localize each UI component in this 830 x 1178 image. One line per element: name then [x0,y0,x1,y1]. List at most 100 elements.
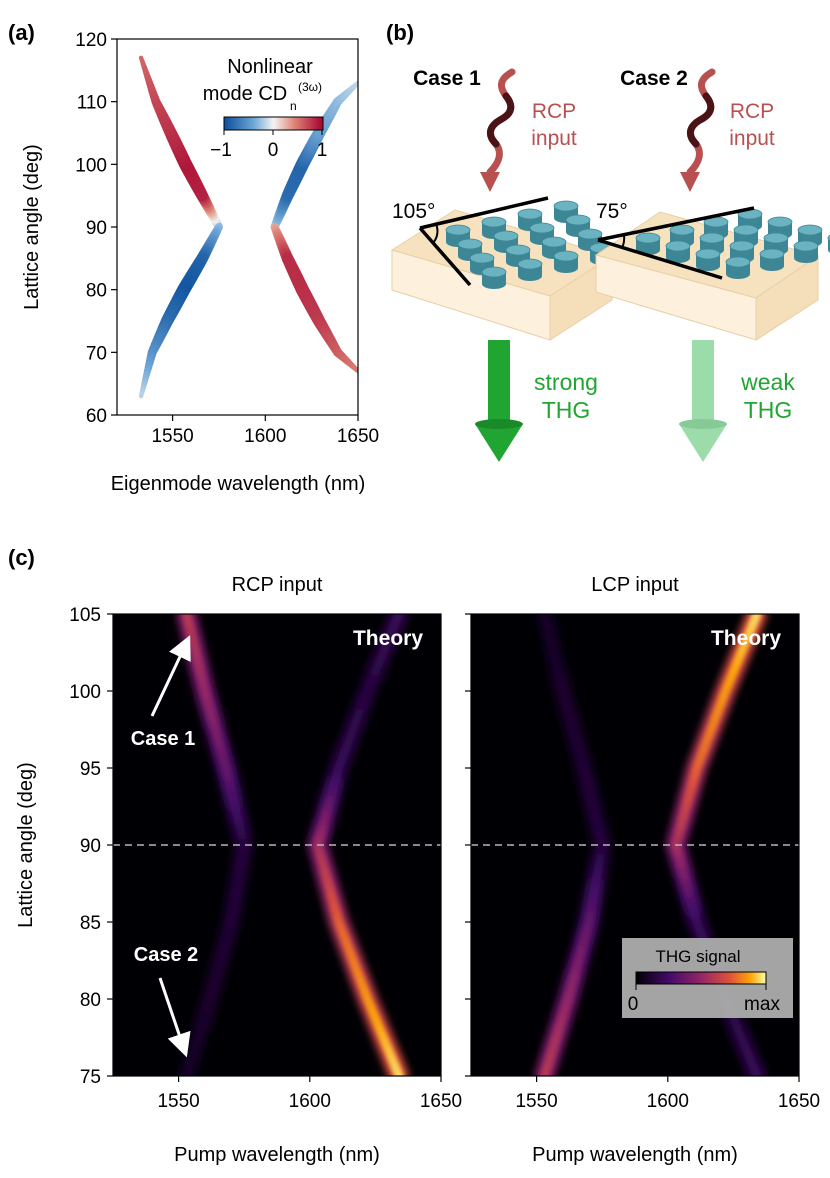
cd-colorbar-title-2: mode CD [203,83,287,105]
panel-c-right-xlabel: Pump wavelength (nm) [532,1144,738,1166]
panel-c-right-title: LCP input [591,574,679,596]
pillar-top [767,216,793,228]
thg-core-segment [539,614,551,624]
pillar-top [481,266,507,278]
x-tick-label: 1550 [151,426,193,447]
cd-colorbar-tick-min: −1 [210,140,232,161]
panel-c-ylabel: Lattice angle (deg) [15,762,37,928]
strong-thg-label: THG [542,397,591,423]
pillar-top [725,256,751,268]
weak-label: weak [740,369,795,395]
weak-thg-arrow-icon [679,424,727,462]
x-tick-label: 1600 [244,426,286,447]
case1-rcp-label: RCP [532,100,576,123]
y-tick-label: 90 [80,836,101,857]
case1-label: Case 1 [413,67,481,90]
thg-colorbar [635,971,767,985]
eigenmode-segment [138,390,145,399]
pillar-top [577,228,603,240]
pillar-top [733,224,759,236]
pillar-top [759,248,785,260]
x-tick-label: 1650 [337,426,379,447]
strong-thg-arrow-icon [475,424,523,462]
cd-colorbar [223,116,324,131]
thg-core-segment [750,614,762,624]
y-tick-label: 100 [69,682,101,703]
case1-input-label: input [531,127,577,150]
y-tick-label: 110 [77,93,107,114]
pillar-top [469,252,495,264]
y-tick-label: 105 [69,605,101,626]
pillar-top [457,238,483,250]
cd-colorbar-tick-max: 1 [317,140,328,161]
case2-pillars [635,208,830,279]
case2-angle-label: 75° [596,200,628,223]
pillar-top [763,232,789,244]
pillar-top [493,230,519,242]
x-tick-label: 1600 [647,1091,689,1112]
case2-lattice-edge-1 [597,206,755,242]
y-tick-label: 75 [80,1067,101,1088]
weak-thg-arrow-shaft [692,340,714,426]
panel-label-c: (c) [8,545,35,570]
pillar-top [553,250,579,262]
case2-rcp-label: RCP [730,100,774,123]
x-tick-label: 1600 [289,1091,331,1112]
panel-label-a: (a) [8,20,35,45]
eigenmode-branch [138,222,224,399]
case1-lattice-edge-1 [419,196,549,230]
case2-annotation: Case 2 [134,944,199,966]
y-tick-label: 80 [80,990,101,1011]
panel-b-schematic: Case 1 RCP input 105° strong THG Case 2 … [390,67,830,462]
y-tick-label: 95 [80,759,101,780]
cd-colorbar-title-1: Nonlinear [227,56,313,78]
eigenmode-branch [270,80,358,232]
pillar-top [729,240,755,252]
pillar-top [699,232,725,244]
y-tick-label: 85 [80,913,101,934]
pillar-top [505,244,531,256]
pillar-top [553,200,579,212]
panel-a-xlabel: Eigenmode wavelength (nm) [111,473,366,495]
case2-label: Case 2 [620,67,688,90]
theory-label-right: Theory [711,627,781,650]
x-tick-label: 1650 [420,1091,462,1112]
y-tick-label: 80 [86,281,107,302]
eigenmode-segment [138,55,145,64]
pillar-top [529,222,555,234]
pillar-top [669,224,695,236]
pillar-top [517,208,543,220]
y-tick-label: 100 [75,155,107,176]
case1-rcp-wave-dark-icon [487,92,515,148]
eigenmode-branch [270,222,358,374]
x-tick-label: 1650 [778,1091,820,1112]
cd-colorbar-subscript: n [290,99,297,113]
panel-c-left-xlabel: Pump wavelength (nm) [174,1144,380,1166]
pillar-top [541,236,567,248]
y-tick-label: 70 [86,343,107,364]
case2-rcp-arrowhead-icon [680,172,700,192]
thg-branch-core [181,614,249,1076]
x-tick-label: 1550 [515,1091,557,1112]
case1-lattice-edge-2 [418,226,472,287]
panel-label-b: (b) [386,20,414,45]
pillar-top [797,224,823,236]
pillar-top [695,248,721,260]
eigenmode-curves [138,55,358,399]
thg-colorbar-tick-min: 0 [628,994,639,1015]
x-tick-label: 1550 [157,1091,199,1112]
case2-lattice-edge-2 [597,238,723,280]
case2-arrow-icon [158,977,191,1058]
panel-c-ticks: 1550 1600 1650 75 80 85 90 95 100 105 1550 1600 1650 [69,605,820,1112]
case1-annotation: Case 1 [131,728,196,750]
pillar-top [517,258,543,270]
panel-c-left-title: RCP input [232,574,323,596]
pillar-top [635,232,661,244]
y-tick-label: 90 [86,218,107,239]
theory-label-left: Theory [353,627,423,650]
cd-colorbar-superscript: (3ω) [298,80,322,94]
thg-core-segment [181,614,193,624]
